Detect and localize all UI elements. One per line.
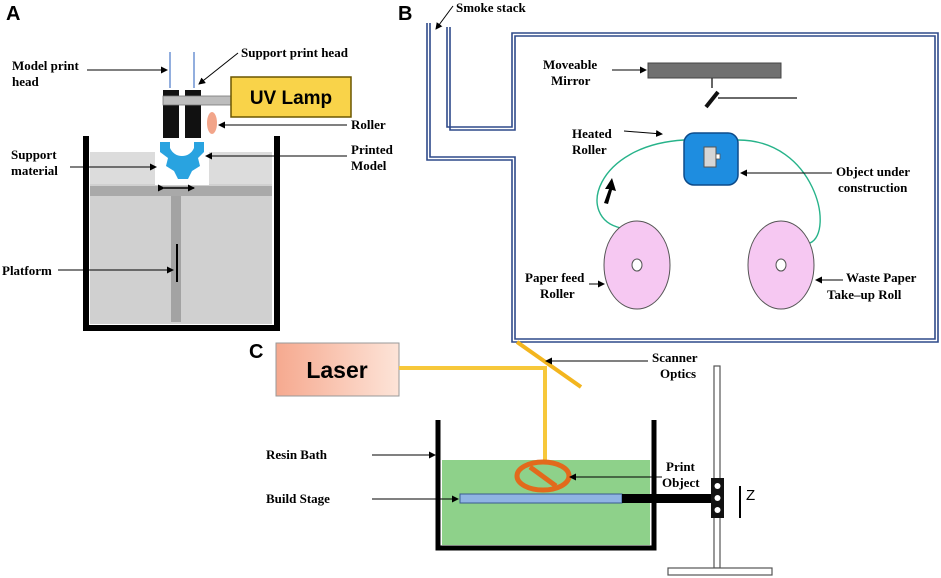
enclosure-frame	[426, 23, 939, 343]
print-object-slash	[528, 464, 558, 489]
uv-lamp-box	[230, 76, 352, 118]
resin-bath-wall	[435, 420, 657, 551]
paper-feed-hub	[631, 258, 643, 272]
deflector-mirror	[704, 90, 720, 109]
enclosure-inner	[429, 23, 936, 340]
print-object-label-2: Object	[662, 475, 700, 490]
z-stand-base	[667, 567, 773, 576]
object-under-construction-label-1: Object under	[836, 164, 910, 179]
resin-bath-label: Resin Bath	[266, 447, 328, 462]
heated-roller-label-2: Roller	[572, 142, 607, 157]
paper-feed-roller-label-1: Paper feed	[525, 270, 585, 285]
object-notch	[715, 153, 721, 160]
model-print-head-label-2: head	[12, 74, 40, 89]
object-under-construction	[703, 146, 717, 168]
waste-paper-label-2: Take–up Roll	[827, 287, 902, 302]
z-stand-pole	[713, 365, 721, 569]
build-stage	[459, 493, 623, 504]
roller	[207, 112, 217, 134]
panel-b: B Smoke stack Moveable Mirror Heated	[398, 0, 939, 343]
printed-model	[155, 140, 209, 282]
support-material-label-2: material	[11, 163, 58, 178]
panel-a: A UV Lamp	[2, 3, 394, 331]
moveable-mirror-label-1: Moveable	[543, 57, 597, 72]
support-material-label-1: Support	[11, 147, 57, 162]
scanner-optics-label-1: Scanner	[652, 350, 698, 365]
heated-roller-leader	[623, 130, 663, 138]
scanner-optics-mirror	[515, 340, 583, 389]
panel-b-label: B	[398, 3, 412, 25]
platform-label: Platform	[2, 263, 52, 278]
moveable-mirror	[647, 62, 782, 79]
support-print-head-label: Support print head	[241, 45, 349, 60]
uv-lamp: UV Lamp	[230, 76, 352, 118]
carriage-wheel-3	[714, 507, 721, 513]
waste-paper-hub	[775, 258, 787, 272]
print-object-label-1: Print	[666, 459, 696, 474]
z-axis-label: Z	[746, 487, 755, 504]
panel-c: C Laser Z Scanner Optics Resin Bath Prin…	[249, 340, 773, 576]
laser-beam	[399, 366, 547, 474]
panel-a-label: A	[6, 3, 20, 25]
uv-lamp-label: UV Lamp	[250, 88, 332, 109]
roller-label: Roller	[351, 117, 386, 132]
model-print-head-label-1: Model print	[12, 58, 79, 73]
heated-roller-label-1: Heated	[572, 126, 612, 141]
paper-path	[596, 139, 821, 244]
laser-label: Laser	[306, 357, 367, 383]
scanner-optics-label-2: Optics	[660, 366, 696, 381]
tank-wall	[83, 136, 280, 331]
support-print-head-leader	[198, 52, 239, 85]
build-stage-arm	[622, 494, 714, 503]
object-under-construction-label-2: construction	[838, 180, 908, 195]
carriage-wheel-2	[714, 495, 721, 501]
printed-model-label-1: Printed	[351, 142, 394, 157]
paper-direction-arrow	[604, 178, 616, 204]
laser-source	[275, 342, 400, 397]
enclosure-outer	[426, 23, 939, 343]
smoke-stack-leader	[435, 5, 454, 30]
panel-c-label: C	[249, 341, 263, 363]
moveable-mirror-label-2: Mirror	[551, 73, 591, 88]
build-stage-label: Build Stage	[266, 491, 330, 506]
carriage-wheel-1	[714, 483, 721, 489]
paper-feed-roller-label-2: Roller	[540, 286, 575, 301]
gear-model	[160, 142, 204, 179]
printed-model-label-2: Model	[351, 158, 387, 173]
waste-paper-label-1: Waste Paper	[846, 270, 917, 285]
smoke-stack-label: Smoke stack	[456, 0, 526, 15]
head-carriage-bar	[162, 95, 234, 106]
